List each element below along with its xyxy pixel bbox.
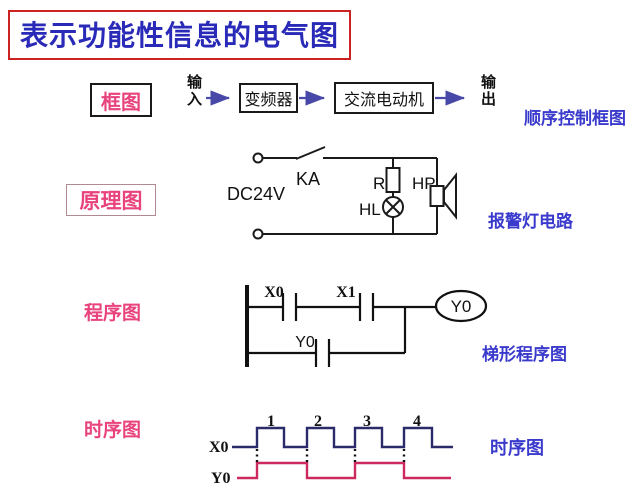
signal-y0-label: Y0 — [211, 470, 231, 487]
relay-label: KA — [296, 169, 320, 189]
coil-icon — [434, 289, 488, 323]
lamp-label: HL — [359, 200, 381, 219]
pulse-number-2: 2 — [314, 413, 322, 430]
schematic-circuit — [252, 146, 457, 240]
section-label-timing: 时序图 — [84, 420, 142, 441]
page-title-box: 表示功能性信息的电气图 — [8, 10, 352, 60]
pulse-numbers: 1 2 3 4 — [267, 413, 421, 430]
ladder-diagram — [245, 285, 488, 367]
terminal-bottom-icon — [252, 228, 264, 240]
speaker-label: HP — [412, 174, 436, 193]
block-output-label: 输出 — [479, 74, 496, 108]
section-label-block-diagram: 框图 — [90, 83, 152, 117]
y0-waveform — [237, 461, 451, 480]
x0-waveform — [232, 426, 453, 449]
terminal-top-icon — [252, 152, 264, 164]
resistor-icon — [385, 167, 401, 193]
caption-ladder: 梯形程序图 — [482, 345, 567, 364]
block-motor: 交流电动机 — [334, 82, 434, 114]
pulse-number-4: 4 — [413, 413, 421, 430]
caption-block-diagram: 顺序控制框图 — [524, 109, 626, 128]
block-converter: 变频器 — [239, 83, 298, 113]
block-input-label: 输入 — [185, 74, 202, 108]
ladder-y0-contact-label: Y0 — [295, 334, 315, 351]
caption-timing: 时序图 — [490, 438, 544, 458]
schematic-labels: DC24V KA R HL HP — [227, 169, 436, 219]
ladder-x1-label: X1 — [336, 284, 356, 301]
ladder-y0-coil-label: Y0 — [451, 297, 472, 316]
section-label-ladder: 程序图 — [84, 303, 142, 324]
timing-diagram: 1 2 3 4 X0 Y0 — [209, 413, 453, 487]
block-converter-label: 变频器 — [244, 92, 293, 109]
edge-dotted-lines — [255, 449, 406, 462]
pulse-number-1: 1 — [267, 413, 275, 430]
block-motor-label: 交流电动机 — [343, 92, 424, 109]
signal-x0-label: X0 — [209, 439, 229, 456]
page-title: 表示功能性信息的电气图 — [20, 21, 340, 52]
ladder-x0-label: X0 — [264, 284, 284, 301]
resistor-label: R — [373, 174, 385, 193]
caption-schematic: 报警灯电路 — [488, 212, 573, 231]
switch-blade-icon — [295, 146, 326, 160]
source-label: DC24V — [227, 184, 285, 204]
ladder-labels: X0 X1 Y0 Y0 — [264, 284, 471, 351]
pulse-number-3: 3 — [363, 413, 371, 430]
section-label-schematic: 原理图 — [66, 184, 156, 216]
speaker-horn-icon — [443, 172, 457, 220]
